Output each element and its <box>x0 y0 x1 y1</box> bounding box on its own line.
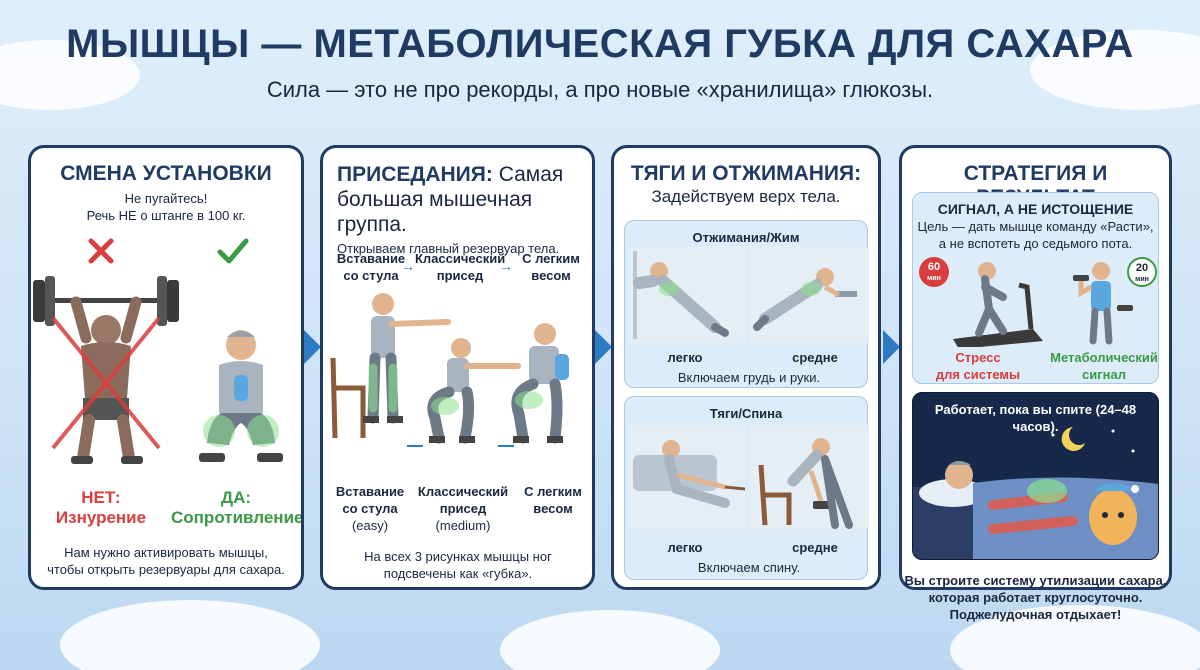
no-label: НЕТ: <box>81 488 121 507</box>
strategy-footer: Вы строите систему утилизации сахара, ко… <box>899 572 1172 623</box>
pushups-box: Отжимания/Жим легко средне Включаем груд… <box>624 220 869 388</box>
rows-illustration <box>629 425 869 529</box>
yes-block: ДА: Сопротивление <box>171 488 301 528</box>
moon-icon <box>1061 427 1085 451</box>
cloud <box>500 610 720 670</box>
panel-pulls-pushups: ТЯГИ И ОТЖИМАНИЯ: Задействуем верх тела.… <box>611 145 881 590</box>
pushups-illustration <box>629 247 869 343</box>
footer-line: На всех 3 рисунках мышцы ног <box>364 549 552 564</box>
no-block: НЕТ: Изнурение <box>41 488 161 528</box>
title-rest: большая мышечная группа. <box>337 188 533 236</box>
panel-mindset: СМЕНА УСТАНОВКИ Не пугайтесь! Речь НЕ о … <box>28 145 304 590</box>
level-easy: легко <box>667 350 703 365</box>
sleep-illustration <box>913 427 1158 559</box>
box-caption: Включаем грудь и руки. <box>677 370 821 385</box>
treadmill-vs-dumbbell-illustration <box>953 262 1133 347</box>
box-heading: Работает, пока вы спите (24–48 часов). <box>934 402 1137 434</box>
title-rest: Самая <box>498 163 564 186</box>
box-text: а не вспотеть до седьмого пота. <box>938 236 1133 251</box>
cloud <box>60 600 320 670</box>
signal-box: СИГНАЛ, А НЕ ИСТОЩЕНИЕ Цель — дать мышце… <box>912 192 1159 384</box>
box-caption: Включаем спину. <box>697 560 801 575</box>
arrow-right-icon <box>304 330 321 364</box>
page-title: МЫШЦЫ — МЕТАБОЛИЧЕСКАЯ ГУБКА ДЛЯ САХАРА <box>66 22 1134 66</box>
box-heading: Тяги/Спина <box>709 406 783 421</box>
no-text: Изнурение <box>55 508 147 527</box>
box-text: Цель — дать мышце команду «Расти», <box>917 219 1154 234</box>
footer-line: Вы строите систему утилизации сахара, <box>904 573 1167 588</box>
level-medium: средне <box>792 540 838 555</box>
arrow-right-icon: → <box>499 258 513 274</box>
cross-icon <box>88 238 114 264</box>
title-bold: ПРИСЕДАНИЯ: <box>337 163 493 186</box>
footer-line: Нам нужно активировать мышцы, <box>64 545 268 560</box>
panel-text: Открываем главный резервуар тела. <box>337 241 560 256</box>
footer-line: Поджелудочная отдыхает! <box>949 607 1122 622</box>
box-heading: Отжимания/Жим <box>692 230 800 245</box>
panel-title: ПРИСЕДАНИЯ: Самая большая мышечная групп… <box>323 162 592 237</box>
page-subtitle: Сила — это не про рекорды, а про новые «… <box>266 77 934 102</box>
yes-label: ДА: <box>220 488 252 507</box>
cloud <box>950 605 1200 670</box>
rows-box: Тяги/Спина легко средне Включаем спину. <box>624 396 869 580</box>
footer-line: которая работает круглосуточно. <box>928 590 1143 605</box>
check-icon <box>217 238 249 264</box>
panel-text: Не пугайтесь! <box>124 191 208 206</box>
level-easy: легко <box>667 540 703 555</box>
panel-strategy: СТРАТЕГИЯ И РЕЗУЛЬТАТ СИГНАЛ, А НЕ ИСТОЩ… <box>899 145 1172 590</box>
header: МЫШЦЫ — МЕТАБОЛИЧЕСКАЯ ГУБКА ДЛЯ САХАРА … <box>0 22 1200 103</box>
panel-title: СМЕНА УСТАНОВКИ <box>60 162 272 185</box>
panel-title: ТЯГИ И ОТЖИМАНИЯ: <box>630 162 862 185</box>
panel-footer: Нам нужно активировать мышцы, чтобы откр… <box>31 544 301 578</box>
cloud <box>0 40 140 110</box>
sleep-box: Работает, пока вы спите (24–48 часов). <box>912 392 1159 560</box>
cloud <box>1030 30 1200 110</box>
footer-line: подсвечены как «губка». <box>383 566 533 581</box>
box-heading: СИГНАЛ, А НЕ ИСТОЩЕНИЕ <box>937 201 1134 217</box>
footer-line: чтобы открыть резервуары для сахара. <box>47 562 285 577</box>
panel-squats: ПРИСЕДАНИЯ: Самая большая мышечная групп… <box>320 145 595 590</box>
arrow-right-icon <box>595 330 612 364</box>
squat-illustration <box>199 330 283 462</box>
panel-subtitle: Задействуем верх тела. <box>651 187 841 206</box>
squat-sequence-illustration <box>330 293 569 447</box>
panel-footer: На всех 3 рисунках мышцы ног подсвечены … <box>323 548 592 582</box>
panel-text: Речь НЕ о штанге в 100 кг. <box>86 208 246 223</box>
arrow-right-icon <box>883 330 900 364</box>
arrow-right-icon: → <box>401 258 415 274</box>
level-medium: средне <box>792 350 838 365</box>
yes-text: Сопротивление <box>171 508 304 527</box>
weightlifter-illustration <box>33 276 179 464</box>
